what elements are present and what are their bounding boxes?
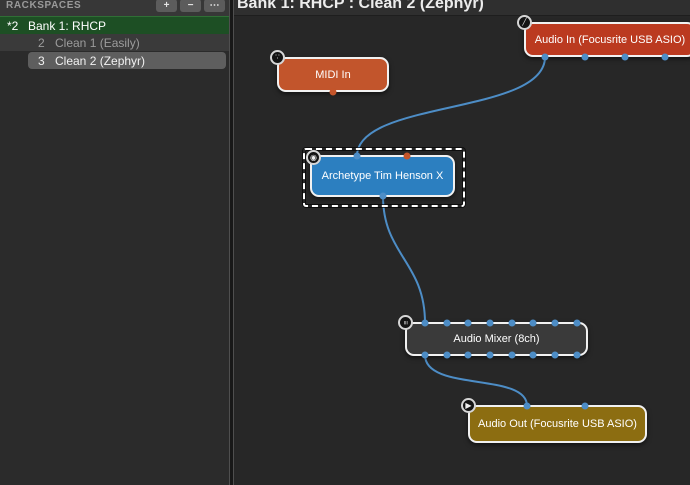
plugin-icon: ◉ bbox=[306, 150, 321, 165]
midi-din-icon: ∵ bbox=[270, 50, 285, 65]
mixer-output-port-5[interactable] bbox=[508, 351, 516, 359]
audio-output-icon: ▶ bbox=[461, 398, 476, 413]
mixer-input-port-3[interactable] bbox=[464, 319, 472, 327]
mixer-output-port-2[interactable] bbox=[443, 351, 451, 359]
mixer-input-port-6[interactable] bbox=[529, 319, 537, 327]
panel-splitter[interactable] bbox=[229, 0, 234, 485]
node-label: Audio In (Focusrite USB ASIO) bbox=[534, 33, 686, 46]
add-rackspace-button[interactable]: + bbox=[156, 0, 177, 12]
mixer-input-port-4[interactable] bbox=[486, 319, 494, 327]
mixer-output-port-4[interactable] bbox=[486, 351, 494, 359]
node-label: Audio Mixer (8ch) bbox=[453, 333, 540, 345]
archetype-audio-output-port[interactable] bbox=[379, 192, 387, 200]
audio-cable-in-to-archetype[interactable] bbox=[356, 56, 546, 157]
rackspaces-panel: RACKSPACES + − ⋯ *2 Bank 1: RHCP 2 Clean… bbox=[0, 0, 229, 485]
mixer-input-port-2[interactable] bbox=[443, 319, 451, 327]
archetype-audio-input-port[interactable] bbox=[353, 152, 361, 160]
rackspace-label: Clean 2 (Zephyr) bbox=[55, 53, 146, 68]
mixer-output-port-8[interactable] bbox=[573, 351, 581, 359]
node-audio-mixer[interactable]: Audio Mixer (8ch) bbox=[405, 322, 588, 356]
node-label: Audio Out (Focusrite USB ASIO) bbox=[478, 418, 637, 430]
audio-in-output-port-4[interactable] bbox=[661, 53, 669, 61]
rackspace-menu-button[interactable]: ⋯ bbox=[204, 0, 225, 12]
node-label: MIDI In bbox=[315, 68, 351, 81]
selected-rackspace-pill[interactable]: 3 Clean 2 (Zephyr) bbox=[28, 52, 226, 69]
rackspaces-toolbar: + − ⋯ bbox=[156, 0, 229, 12]
mixer-output-port-3[interactable] bbox=[464, 351, 472, 359]
node-audio-in[interactable]: Audio In (Focusrite USB ASIO) bbox=[524, 22, 690, 57]
bank-number: *2 bbox=[7, 18, 19, 33]
audio-in-output-port-1[interactable] bbox=[541, 53, 549, 61]
wiring-header: Bank 1: RHCP : Clean 2 (Zephyr) bbox=[234, 0, 690, 16]
audio-in-output-port-2[interactable] bbox=[581, 53, 589, 61]
audio-out-input-port-2[interactable] bbox=[581, 402, 589, 410]
audio-cable-mixer-to-out[interactable] bbox=[424, 354, 528, 407]
rackspace-number: 3 bbox=[38, 53, 45, 68]
selection-marquee bbox=[303, 148, 465, 207]
rackspace-label: Clean 1 (Easily) bbox=[55, 35, 140, 50]
rackspace-row-clean1[interactable]: 2 Clean 1 (Easily) bbox=[0, 34, 229, 51]
mixer-output-port-1[interactable] bbox=[421, 351, 429, 359]
mixer-input-port-8[interactable] bbox=[573, 319, 581, 327]
node-midi-in[interactable]: MIDI In bbox=[277, 57, 389, 92]
node-archetype-tim-henson-x[interactable]: Archetype Tim Henson X bbox=[310, 155, 455, 197]
node-audio-out[interactable]: Audio Out (Focusrite USB ASIO) bbox=[468, 405, 647, 443]
mixer-input-port-7[interactable] bbox=[551, 319, 559, 327]
audio-in-output-port-3[interactable] bbox=[621, 53, 629, 61]
mixer-output-port-6[interactable] bbox=[529, 351, 537, 359]
node-label: Archetype Tim Henson X bbox=[321, 170, 444, 182]
audio-cable-archetype-to-mixer[interactable] bbox=[382, 195, 426, 324]
bank-label: Bank 1: RHCP bbox=[28, 18, 107, 33]
mixer-input-port-1[interactable] bbox=[421, 319, 429, 327]
rackspaces-header: RACKSPACES + − ⋯ bbox=[0, 0, 229, 16]
audio-input-icon: ╱ bbox=[517, 15, 532, 30]
rackspaces-title: RACKSPACES bbox=[6, 0, 82, 11]
mixer-output-port-7[interactable] bbox=[551, 351, 559, 359]
midi-in-output-port[interactable] bbox=[329, 88, 337, 96]
archetype-midi-input-port[interactable] bbox=[403, 152, 411, 160]
rackspace-row-clean2[interactable]: 3 Clean 2 (Zephyr) bbox=[0, 51, 229, 70]
mixer-input-port-5[interactable] bbox=[508, 319, 516, 327]
audio-out-input-port-1[interactable] bbox=[523, 402, 531, 410]
mixer-icon: ≡ bbox=[398, 315, 413, 330]
page-title: Bank 1: RHCP : Clean 2 (Zephyr) bbox=[237, 0, 484, 12]
rackspace-number: 2 bbox=[38, 35, 45, 50]
bank-row[interactable]: *2 Bank 1: RHCP bbox=[0, 16, 229, 34]
remove-rackspace-button[interactable]: − bbox=[180, 0, 201, 12]
